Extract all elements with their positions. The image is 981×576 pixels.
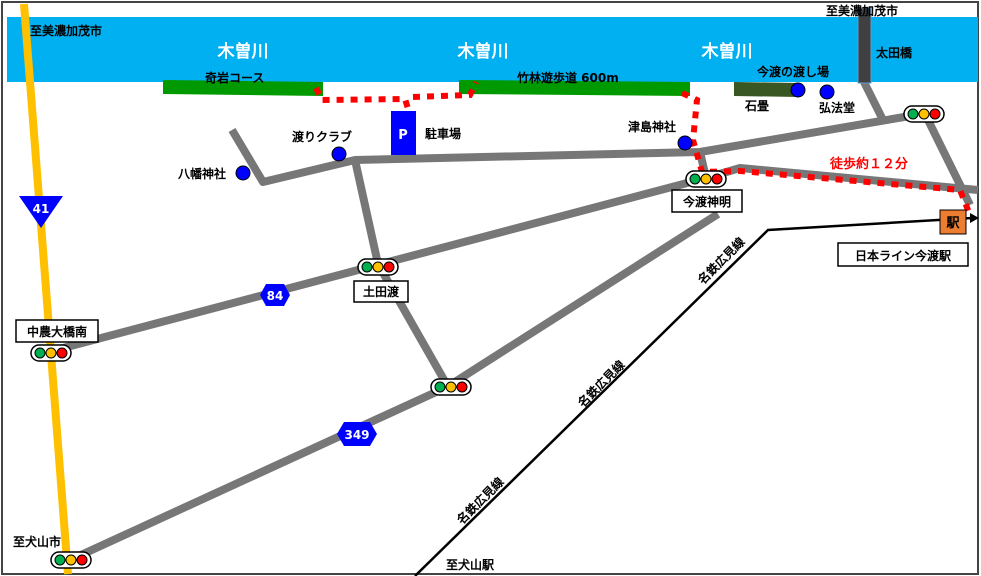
landmark-watari-club: 渡りクラブ <box>292 129 352 162</box>
river-label: 木曽川 <box>457 41 509 62</box>
direction-inuyama-station: 至犬山駅 <box>446 557 495 572</box>
chikurin-trail <box>459 80 690 96</box>
landmark-watashiba: 今渡の渡し場 <box>756 64 829 98</box>
kobodo-label: 弘法堂 <box>819 100 855 115</box>
intersection-box <box>671 189 743 213</box>
traffic-light-icon <box>430 378 472 396</box>
landmark-kobodo: 弘法堂 <box>819 84 855 115</box>
traffic-light-icon <box>50 551 92 569</box>
hachiman-label: 八幡神社 <box>177 166 226 181</box>
railway-arrow-icon <box>970 213 979 223</box>
route-349-shield <box>337 422 377 446</box>
poi-marker-icon <box>331 146 347 162</box>
traffic-light-icon <box>903 105 945 123</box>
route-41-shield <box>19 196 63 228</box>
poi-marker-icon <box>677 135 693 151</box>
walk-time-label: 徒歩約１２分 <box>829 156 908 172</box>
watashiba-label: 今渡の渡し場 <box>756 64 829 79</box>
ishidatami-label: 石畳 <box>744 99 769 113</box>
station-name: 日本ライン今渡駅 <box>855 248 952 263</box>
kigan-course-trail <box>163 80 323 96</box>
landmark-tsushima-shrine: 津島神社 <box>628 119 693 151</box>
direction-mino-kamo: 至美濃加茂市 <box>30 23 102 38</box>
ota-bridge-label: 太田橋 <box>876 45 913 60</box>
station-icon <box>939 209 967 235</box>
station-name-box <box>837 242 969 267</box>
chuno-ohashi-minami-label: 中農大橋南 <box>27 324 87 339</box>
parking-icon <box>391 111 416 155</box>
tsushima-label: 津島神社 <box>628 119 676 134</box>
route-41-number: 41 <box>33 202 50 216</box>
poi-marker-icon <box>819 84 835 100</box>
river-label: 木曽川 <box>701 41 753 62</box>
intersection-box <box>15 319 99 343</box>
route-349-number: 349 <box>344 428 369 442</box>
traffic-light-icon <box>30 344 72 362</box>
intersection-box <box>353 280 409 303</box>
walking-path <box>313 86 413 116</box>
kiso-river <box>7 17 978 82</box>
dotado-label: 土田渡 <box>363 284 400 299</box>
chikurin-trail-label: 竹林遊歩道 600m <box>516 70 619 85</box>
meitetsu-hiromi-line <box>414 216 973 576</box>
landmark-hachiman-shrine: 八幡神社 <box>177 165 251 181</box>
ishidatami-trail <box>734 82 800 97</box>
parking-icon-letter: P <box>398 128 408 143</box>
walking-path <box>412 80 479 100</box>
route-84-number: 84 <box>267 289 284 303</box>
ota-bridge <box>857 7 872 84</box>
national-route-41 <box>20 3 72 575</box>
route-84-shield <box>260 284 290 306</box>
direction-inuyama-city: 至犬山市 <box>13 534 61 549</box>
traffic-light-icon <box>357 258 399 276</box>
direction-mino-kamo: 至美濃加茂市 <box>826 3 898 18</box>
poi-marker-icon <box>235 165 251 181</box>
river-label: 木曽川 <box>217 41 269 62</box>
parking-label: 駐車場 <box>425 126 461 141</box>
imawatari-shinmei-label: 今渡神明 <box>682 194 731 209</box>
station-icon-letter: 駅 <box>945 216 960 231</box>
road <box>860 80 886 120</box>
watari-club-label: 渡りクラブ <box>292 129 352 144</box>
poi-marker-icon <box>790 82 806 98</box>
kigan-course-label: 奇岩コース <box>205 70 264 85</box>
traffic-light-icon <box>685 170 727 188</box>
